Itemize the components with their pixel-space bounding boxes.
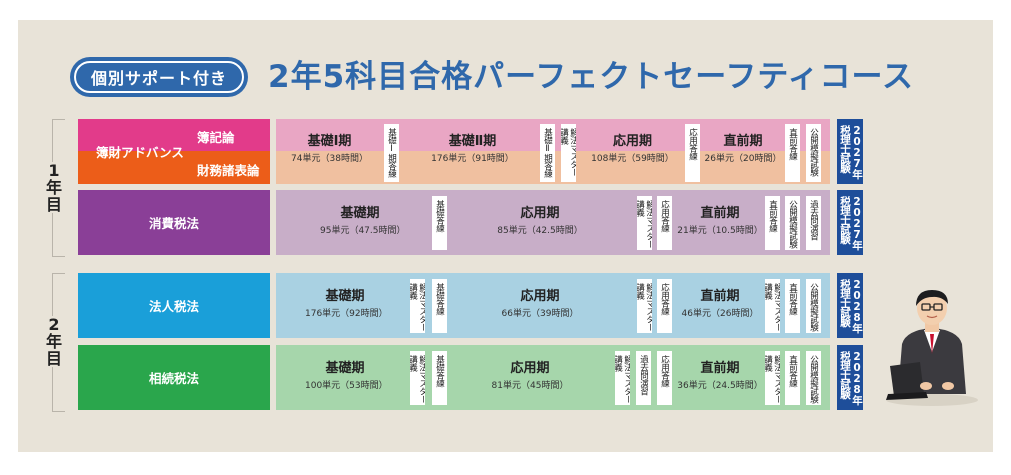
subject-hojin-label: 法人税法	[148, 299, 199, 314]
exam-box: 公開模擬試験	[806, 279, 821, 333]
test-box: 応用答練	[657, 351, 672, 405]
phase-title: 基礎期	[325, 361, 365, 376]
phase-detail: 74単元（38時間）	[291, 154, 368, 164]
test-box: 基礎答練	[432, 351, 447, 405]
test-box: 応用答練	[685, 124, 700, 182]
year2-label: 2年目	[44, 316, 64, 367]
phase-title: 応用期	[520, 206, 560, 221]
exam-box: 公開模擬試験	[806, 351, 821, 405]
row-hojin-bg	[276, 273, 830, 338]
phase-title: 基礎期	[325, 289, 365, 304]
phase-detail: 66単元（39時間）	[501, 309, 579, 319]
phase-block: 応用期 81単元（45時間）	[480, 361, 580, 393]
lecture-box: 解法マスター講義	[410, 351, 425, 405]
phase-title: 応用期	[612, 134, 652, 149]
exam-date-box: 2027年税理士試験	[837, 190, 863, 255]
phase-detail: 100単元（53時間）	[305, 381, 388, 391]
phase-title: 直前期	[700, 206, 740, 221]
lecture-box: 解法マスター講義	[765, 351, 780, 405]
phase-detail: 81単元（45時間）	[491, 381, 569, 391]
test-box: 応用答練	[657, 279, 672, 333]
lecture-box: 解法マスター講義	[615, 351, 630, 405]
phase-block: 基礎期 100単元（53時間）	[305, 361, 388, 393]
test-box: 基礎Ⅱ期答練	[540, 124, 555, 182]
test-box: 直前答練	[765, 196, 780, 250]
phase-block: 直前期 46単元（26時間）	[675, 289, 765, 321]
phase-block: 基礎Ⅰ期 74単元（38時間）	[282, 134, 377, 166]
test-box: 基礎答練	[432, 196, 447, 250]
phase-block: 基礎Ⅱ期 176単元（91時間）	[420, 134, 525, 166]
phase-block: 基礎期 95単元（47.5時間）	[320, 206, 406, 238]
year1-label: 1年目	[44, 162, 64, 213]
test-box: 基礎Ⅰ期答練	[384, 124, 399, 182]
phase-block: 直前期 26単元（20時間）	[698, 134, 788, 166]
test-box: 応用答練	[657, 196, 672, 250]
exam-box: 公開模擬試験	[806, 124, 821, 182]
phase-detail: 36単元（24.5時間）	[677, 381, 763, 391]
subject-zaimu-block	[78, 151, 270, 184]
phase-block: 直前期 36単元（24.5時間）	[675, 361, 765, 393]
phase-block: 応用期 66単元（39時間）	[490, 289, 590, 321]
phase-title: 応用期	[510, 361, 550, 376]
lecture-box: 解法マスター講義	[765, 279, 780, 333]
subject-boki-label: 簿記論	[197, 130, 235, 145]
phase-block: 基礎期 176単元（92時間）	[305, 289, 388, 321]
course-title: 2年5科目合格パーフェクトセーフティコース	[268, 59, 915, 95]
phase-detail: 85単元（42.5時間）	[497, 226, 583, 236]
test-box: 直前答練	[785, 351, 800, 405]
phase-detail: 26単元（20時間）	[704, 154, 782, 164]
subject-sozoku-block: 相続税法	[78, 345, 270, 410]
phase-title: 基礎期	[340, 206, 380, 221]
lecture-box: 解法マスター講義	[637, 279, 652, 333]
subject-sozoku-label: 相続税法	[148, 371, 199, 386]
lecture-box: 解法マスター講義	[637, 196, 652, 250]
phase-detail: 176単元（91時間）	[431, 154, 514, 164]
subject-shohi-block: 消費税法	[78, 190, 270, 255]
phase-detail: 95単元（47.5時間）	[320, 226, 406, 236]
review-box: 過去問演習	[636, 351, 651, 405]
lecture-box: 解法マスター講義	[561, 124, 576, 182]
phase-block: 直前期 21単元（10.5時間）	[675, 206, 765, 238]
exam-date-box: 2028年税理士試験	[837, 345, 863, 410]
exam-date-box: 2027年税理士試験	[837, 119, 863, 184]
review-box: 過去問演習	[806, 196, 821, 250]
phase-title: 直前期	[700, 361, 740, 376]
subject-hojin-block: 法人税法	[78, 273, 270, 338]
phase-title: 直前期	[700, 289, 740, 304]
subject-advance-label: 簿財アドバンス	[96, 145, 184, 160]
phase-detail: 21単元（10.5時間）	[677, 226, 763, 236]
subject-shohi-label: 消費税法	[148, 216, 199, 231]
row-shohi-bg	[276, 190, 830, 255]
exam-box: 公開模擬試験	[785, 196, 800, 250]
test-box: 直前答練	[785, 279, 800, 333]
phase-title: 基礎Ⅰ期	[307, 134, 352, 149]
phase-title: 応用期	[520, 289, 560, 304]
subject-zaimu-label: 財務諸表論	[197, 163, 260, 178]
phase-title: 直前期	[723, 134, 763, 149]
test-box: 基礎答練	[432, 279, 447, 333]
year2-text: 2年目	[46, 315, 63, 368]
businessman-laptop-illustration	[886, 290, 978, 406]
row-sozoku-bg	[276, 345, 830, 410]
subject-boki-block	[78, 119, 270, 151]
year1-text: 1年目	[46, 161, 63, 214]
phase-detail: 176単元（92時間）	[305, 309, 388, 319]
badge-label: 個別サポート付き	[74, 61, 244, 93]
phase-block: 応用期 108単元（59時間）	[580, 134, 685, 166]
phase-detail: 46単元（26時間）	[681, 309, 759, 319]
phase-detail: 108単元（59時間）	[591, 154, 674, 164]
exam-date-box: 2028年税理士試験	[837, 273, 863, 338]
phase-block: 応用期 85単元（42.5時間）	[490, 206, 590, 238]
lecture-box: 解法マスター講義	[410, 279, 425, 333]
phase-title: 基礎Ⅱ期	[448, 134, 497, 149]
test-box: 直前答練	[785, 124, 800, 182]
